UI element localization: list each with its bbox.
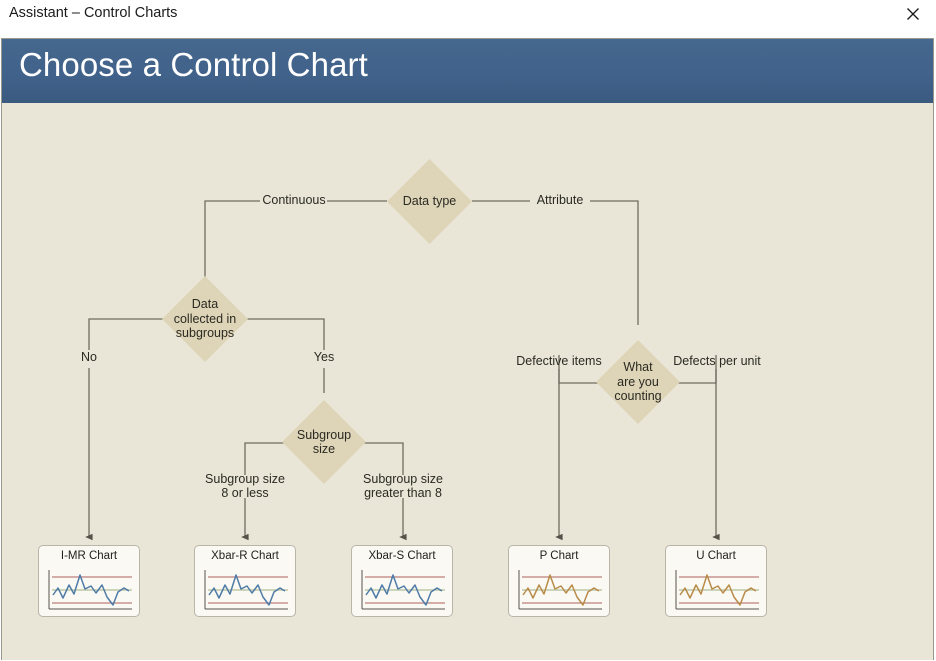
flowchart-connectors bbox=[85, 200, 720, 541]
decision-node-label: Data collected in subgroups bbox=[173, 297, 237, 341]
chart-card-title: U Chart bbox=[696, 550, 736, 562]
decision-node-data-collected-in-subgroups[interactable]: Data collected in subgroups bbox=[162, 276, 248, 362]
chart-card-xbar-s-chart[interactable]: Xbar-S Chart bbox=[351, 545, 453, 617]
chart-thumbnail-i-mr bbox=[48, 570, 132, 610]
window-titlebar: Assistant – Control Charts bbox=[0, 0, 936, 28]
diamond-shape bbox=[387, 159, 472, 244]
chart-thumbnail-u bbox=[675, 570, 759, 610]
edge-label-attribute: Attribute bbox=[536, 193, 584, 207]
chart-card-u-chart[interactable]: U Chart bbox=[665, 545, 767, 617]
decision-node-label: What are you counting bbox=[614, 360, 662, 404]
chart-thumbnail-xbar-s bbox=[361, 570, 445, 610]
chart-thumbnail-xbar-r bbox=[204, 570, 288, 610]
chart-card-title: Xbar-S Chart bbox=[368, 550, 436, 562]
chart-card-p-chart[interactable]: P Chart bbox=[508, 545, 610, 617]
dialog-header-band: Choose a Control Chart bbox=[2, 39, 933, 103]
edge-label-subgroup-size-8-or-less: Subgroup size 8 or less bbox=[205, 472, 285, 500]
decision-node-data-type[interactable]: Data type bbox=[387, 159, 472, 244]
edge-label-defective-items: Defective items bbox=[516, 354, 602, 368]
close-icon[interactable] bbox=[890, 0, 936, 28]
edge-label-continuous: Continuous bbox=[262, 193, 326, 207]
diamond-shape bbox=[162, 276, 248, 362]
edge-label-subgroup-size-greater-than-8: Subgroup size greater than 8 bbox=[363, 472, 443, 500]
diamond-shape bbox=[596, 340, 680, 424]
chart-card-xbar-r-chart[interactable]: Xbar-R Chart bbox=[194, 545, 296, 617]
edge-label-defects-per-unit: Defects per unit bbox=[673, 354, 761, 368]
chart-card-title: I-MR Chart bbox=[60, 550, 118, 562]
page-title: Choose a Control Chart bbox=[19, 46, 368, 83]
chart-thumbnail-p bbox=[518, 570, 602, 610]
chart-card-i-mr-chart[interactable]: I-MR Chart bbox=[38, 545, 140, 617]
edge-label-no: No bbox=[81, 350, 97, 364]
flowchart-canvas: Data type Data collected in subgroups Su… bbox=[2, 103, 933, 659]
chart-card-title: Xbar-R Chart bbox=[211, 550, 279, 562]
decision-node-subgroup-size[interactable]: Subgroup size bbox=[282, 400, 366, 484]
decision-node-label: Subgroup size bbox=[296, 427, 352, 457]
decision-node-what-are-you-counting[interactable]: What are you counting bbox=[596, 340, 680, 424]
window-title: Assistant – Control Charts bbox=[9, 5, 178, 21]
edge-label-yes: Yes bbox=[313, 350, 335, 364]
diamond-shape bbox=[282, 400, 366, 484]
assistant-dialog: Choose a Control Chart bbox=[1, 38, 934, 660]
chart-card-title: P Chart bbox=[539, 550, 579, 562]
decision-node-label: Data type bbox=[402, 194, 457, 209]
